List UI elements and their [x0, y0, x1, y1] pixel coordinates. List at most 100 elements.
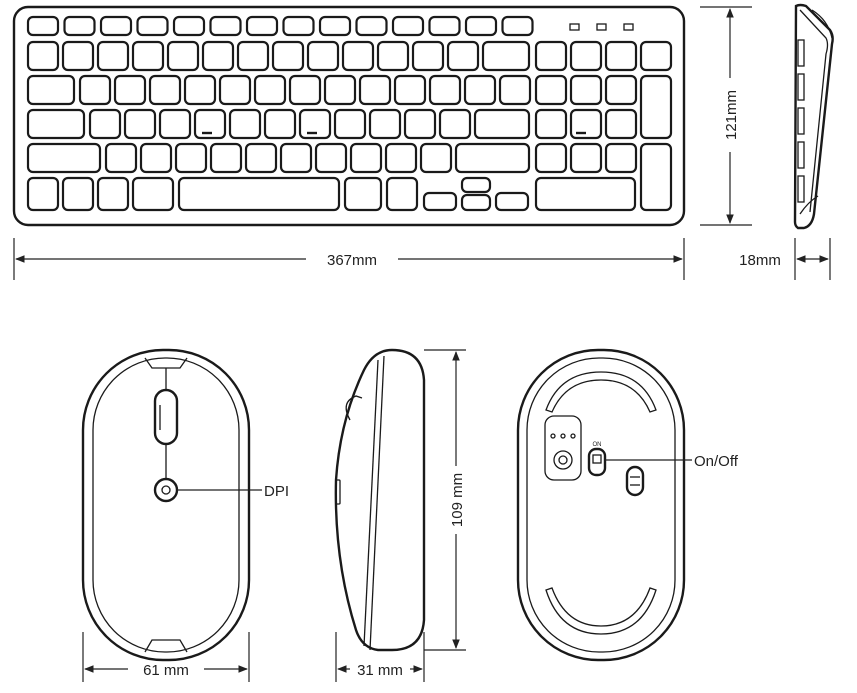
keyboard-key [282, 15, 315, 37]
keyboard-key [393, 74, 427, 106]
keyboard-key [131, 40, 165, 72]
keyboard-key [639, 40, 673, 72]
keyboard-depth-label: 18mm [739, 252, 781, 269]
keyboard-key [341, 40, 375, 72]
keyboard-key [26, 15, 60, 37]
keyboard-keys [26, 15, 673, 212]
keyboard-key [498, 74, 532, 106]
keyboard-key [384, 142, 418, 174]
keyboard-key [174, 142, 208, 174]
keyboard-key [306, 40, 340, 72]
keyboard-key [460, 193, 492, 212]
keyboard-key [26, 176, 60, 212]
keyboard-key [183, 74, 217, 106]
keyboard-key [209, 15, 242, 37]
keyboard-key [569, 108, 603, 140]
keyboard-key [172, 15, 206, 37]
keyboard-key [323, 74, 357, 106]
keyboard-key [454, 142, 531, 174]
keyboard-key [63, 15, 96, 37]
keyboard-key [99, 15, 133, 37]
keyboard-key [464, 15, 498, 37]
keyboard-key [385, 176, 419, 212]
keyboard-key [61, 40, 95, 72]
keyboard-key [96, 176, 130, 212]
keyboard-key [218, 74, 252, 106]
keyboard-key [298, 108, 332, 140]
keyboard-key [411, 40, 445, 72]
keyboard-key [113, 74, 147, 106]
keyboard-key [245, 15, 279, 37]
keyboard-key [131, 176, 175, 212]
keyboard-width-label: 367mm [327, 252, 377, 269]
keyboard-key [534, 142, 568, 174]
keyboard-key [88, 108, 122, 140]
keyboard-height-dimension: 121mm [700, 6, 752, 226]
indicator-light [623, 23, 634, 31]
keyboard-key [253, 74, 287, 106]
keyboard-key [569, 142, 603, 174]
keyboard-key [26, 74, 76, 106]
keyboard-key [271, 40, 305, 72]
keyboard-key [481, 40, 531, 72]
keyboard-key [428, 74, 462, 106]
keyboard-key [473, 108, 531, 140]
indicator-light [569, 23, 580, 31]
keyboard-key [318, 15, 352, 37]
keyboard-top-view [12, 5, 686, 227]
keyboard-key [136, 15, 169, 37]
keyboard-key [263, 108, 297, 140]
keyboard-key [604, 74, 638, 106]
mouse-depth-dimension: 31 mm [335, 632, 425, 682]
mouse-top-view: DPI [81, 348, 289, 662]
keyboard-key [26, 142, 102, 174]
keyboard-key [158, 108, 192, 140]
keyboard-key [209, 142, 243, 174]
keyboard-key [244, 142, 278, 174]
keyboard-key [148, 74, 182, 106]
keyboard-key [96, 40, 130, 72]
keyboard-indicator-lights [569, 23, 634, 31]
keyboard-key [343, 176, 383, 212]
mouse-width-label: 61 mm [143, 662, 189, 679]
keyboard-key [494, 191, 530, 212]
keyboard-key [639, 142, 673, 212]
keyboard-key [463, 74, 497, 106]
keyboard-key [446, 40, 480, 72]
keyboard-key [333, 108, 367, 140]
keyboard-key [26, 40, 60, 72]
mouse-bottom-view: ON On/Off [516, 348, 739, 662]
keyboard-key [501, 15, 534, 37]
keyboard-key [403, 108, 437, 140]
indicator-light [596, 23, 607, 31]
keyboard-key [61, 176, 95, 212]
keyboard-key [236, 40, 270, 72]
keyboard-key [193, 108, 227, 140]
keyboard-key [391, 15, 425, 37]
keyboard-key [314, 142, 348, 174]
keyboard-key [166, 40, 200, 72]
keyboard-side-view [793, 3, 834, 230]
keyboard-key [604, 142, 638, 174]
keyboard-key [201, 40, 235, 72]
mouse-length-dimension: 109 mm [424, 349, 466, 651]
keyboard-key [419, 142, 453, 174]
keyboard-key [438, 108, 472, 140]
mouse-depth-label: 31 mm [357, 662, 403, 679]
keyboard-key [569, 40, 603, 72]
keyboard-width-dimension: 367mm [13, 238, 685, 280]
keyboard-height-label: 121mm [723, 90, 740, 140]
keyboard-key [355, 15, 388, 37]
keyboard-key [104, 142, 138, 174]
keyboard-key [349, 142, 383, 174]
keyboard-key [139, 142, 173, 174]
keyboard-key [368, 108, 402, 140]
keyboard-key [604, 108, 638, 140]
keyboard-key [279, 142, 313, 174]
keyboard-key [358, 74, 392, 106]
keyboard-key [569, 74, 603, 106]
switch-marking: ON [593, 442, 602, 448]
keyboard-key [422, 191, 458, 212]
mouse-side-view [334, 348, 426, 652]
